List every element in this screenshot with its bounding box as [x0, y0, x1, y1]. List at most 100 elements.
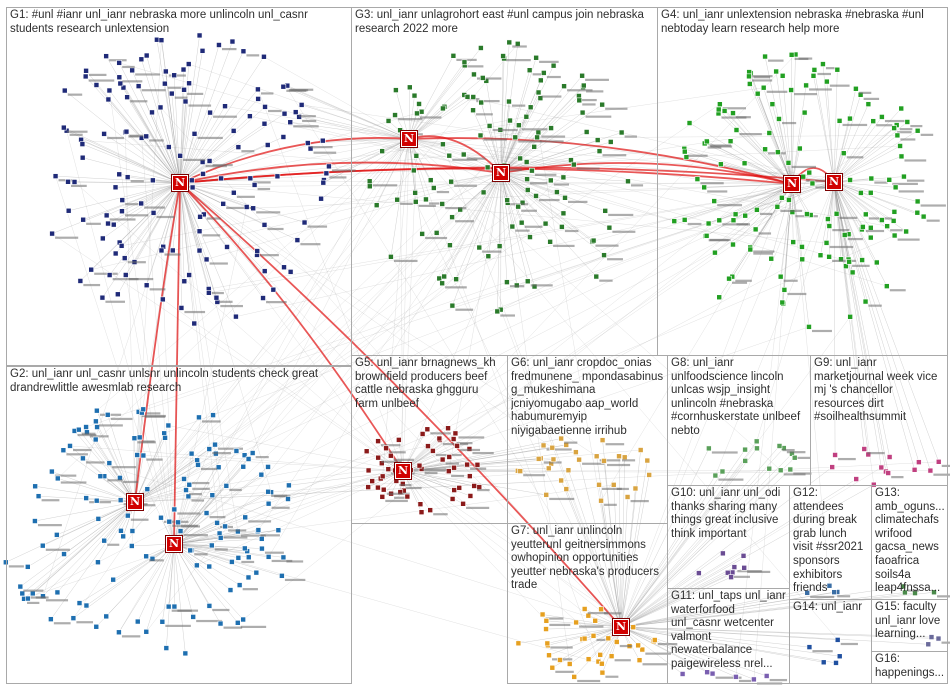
node-label-mark: [865, 229, 885, 233]
hub-node-g3-logo-b[interactable]: N: [492, 164, 510, 182]
node: [581, 635, 588, 642]
edge: [382, 138, 410, 477]
node: [579, 72, 585, 79]
edge: [208, 181, 835, 294]
node: [181, 278, 188, 285]
node-label-mark: [906, 179, 925, 182]
node-label-mark: [884, 119, 908, 123]
hub-node-g1-logo[interactable]: N: [171, 174, 189, 192]
node: [134, 618, 141, 625]
edge: [168, 543, 175, 607]
edge: [42, 501, 136, 597]
edge: [179, 182, 264, 299]
node: [431, 185, 437, 191]
node: [255, 527, 262, 533]
node-label-mark: [174, 96, 188, 99]
hub-node-g4-logo-b[interactable]: N: [825, 173, 843, 191]
node-label-mark: [581, 98, 597, 102]
node: [123, 128, 130, 135]
node-label-mark: [523, 474, 546, 477]
node: [186, 481, 193, 488]
node-label-mark: [769, 678, 788, 682]
node-label-mark: [780, 209, 803, 212]
node-label-mark: [191, 499, 205, 502]
node: [920, 213, 927, 220]
edge: [500, 70, 530, 174]
edge: [402, 259, 803, 472]
node: [559, 224, 565, 230]
edge: [500, 131, 587, 174]
node: [550, 62, 557, 69]
node: [240, 616, 246, 623]
node: [305, 140, 311, 146]
node: [580, 82, 587, 89]
hub-node-g2-logo-b[interactable]: N: [165, 535, 183, 553]
edge: [63, 127, 181, 184]
node: [448, 178, 454, 185]
edge: [85, 76, 181, 184]
node-label-mark: [787, 292, 807, 296]
node: [112, 184, 119, 191]
edge: [173, 466, 244, 545]
edge: [179, 182, 200, 232]
edge: [500, 172, 563, 228]
node-label-mark: [863, 97, 880, 100]
edge: [684, 148, 793, 185]
node-label-mark: [393, 458, 414, 461]
edge: [224, 105, 410, 140]
node-label-mark: [466, 157, 486, 160]
hub-node-g2-logo-a[interactable]: N: [126, 493, 144, 511]
edge: [400, 138, 410, 493]
edge: [134, 206, 519, 503]
node-label-mark: [240, 534, 266, 537]
edge: [833, 181, 890, 458]
edge: [620, 470, 781, 628]
node-label-mark: [445, 206, 467, 210]
node: [175, 519, 181, 526]
node-label-mark: [293, 125, 319, 128]
node: [88, 266, 94, 273]
node: [222, 103, 228, 109]
node: [258, 471, 265, 478]
hub-node-g7-logo[interactable]: N: [612, 618, 630, 636]
node: [212, 441, 218, 448]
node-label-mark: [546, 75, 561, 79]
node: [404, 493, 411, 500]
node: [613, 639, 620, 645]
edge: [620, 488, 636, 628]
edge: [448, 172, 502, 472]
node: [76, 600, 83, 606]
group-g5-label: G5: unl_ianr brnagnews_kh brownfield pro…: [355, 357, 496, 410]
node: [100, 235, 106, 242]
hub-node-g4-logo-a[interactable]: N: [783, 175, 801, 193]
edge: [51, 182, 181, 234]
node: [916, 459, 922, 465]
edge: [119, 182, 181, 243]
node: [715, 106, 722, 113]
node-label-mark: [386, 492, 410, 495]
node: [671, 218, 678, 224]
edge: [704, 183, 793, 188]
edge: [173, 448, 210, 545]
edge: [833, 116, 883, 183]
node: [836, 653, 843, 660]
node: [694, 176, 701, 182]
node: [806, 324, 812, 330]
edge: [436, 172, 502, 234]
hub-node-g5-logo[interactable]: N: [394, 462, 412, 480]
edge: [122, 182, 181, 201]
edge: [402, 451, 576, 472]
edge: [166, 543, 175, 649]
node-label-mark: [753, 252, 773, 255]
edge: [173, 75, 181, 184]
node: [914, 209, 921, 216]
node-label-mark: [400, 202, 413, 205]
hub-node-g3-logo-a[interactable]: N: [400, 130, 418, 148]
node: [203, 510, 210, 516]
node: [894, 132, 901, 139]
edge: [173, 530, 258, 545]
node: [679, 671, 686, 677]
edge: [263, 56, 410, 140]
node: [928, 634, 935, 640]
edge: [162, 182, 181, 247]
